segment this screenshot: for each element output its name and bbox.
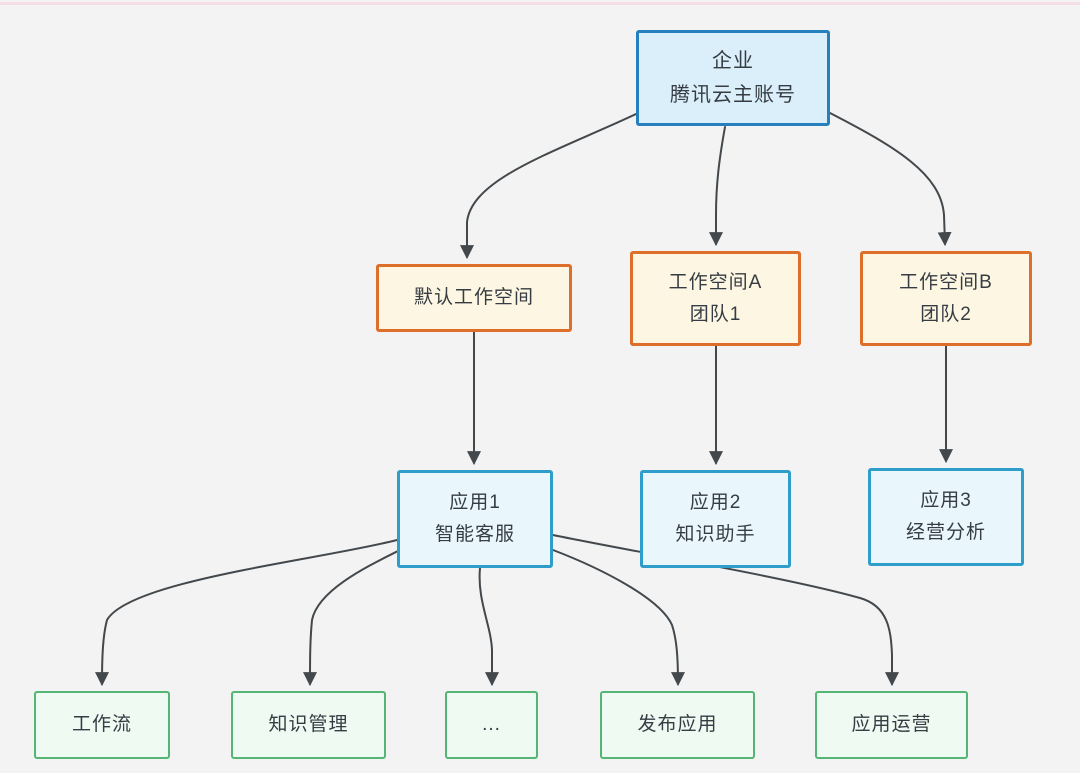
node-label: 工作空间A — [668, 271, 763, 293]
node-app3-business-analysis: 应用3 经营分析 — [868, 468, 1024, 566]
node-label: 知识管理 — [268, 714, 349, 735]
node-label: 应用3 — [920, 490, 972, 511]
node-ellipsis: ... — [445, 691, 538, 759]
node-label: 经营分析 — [905, 522, 986, 543]
edge-app1-knowledge — [303, 550, 399, 687]
node-label: 应用运营 — [851, 714, 932, 735]
node-label: 智能客服 — [434, 524, 515, 545]
node-app1-customer-service: 应用1 智能客服 — [397, 470, 553, 568]
node-label: 应用1 — [449, 492, 501, 513]
node-label: 工作空间B — [899, 271, 993, 293]
edge-root-workspace-b — [829, 112, 952, 247]
node-label: 腾讯云主账号 — [670, 84, 796, 106]
node-app2-knowledge-assistant: 应用2 知识助手 — [640, 470, 791, 568]
node-label: ... — [482, 714, 501, 735]
edge-app1-workflow — [95, 539, 398, 687]
node-label: 企业 — [712, 50, 754, 72]
node-label: 工作流 — [71, 714, 132, 735]
node-label: 团队1 — [689, 303, 742, 325]
node-workspace-a: 工作空间A 团队1 — [630, 251, 801, 346]
edge-app1-app-ops — [552, 534, 899, 687]
edge-root-default-workspace — [460, 113, 637, 260]
node-workflow: 工作流 — [34, 691, 170, 759]
edge-app1-publish — [552, 549, 685, 687]
node-label: 团队2 — [920, 303, 972, 325]
node-label: 应用2 — [689, 492, 742, 513]
node-app-operations: 应用运营 — [815, 691, 968, 759]
node-enterprise-root: 企业 腾讯云主账号 — [636, 30, 830, 126]
node-label: 知识助手 — [675, 524, 756, 545]
node-label: 发布应用 — [637, 714, 718, 735]
node-workspace-b: 工作空间B 团队2 — [860, 251, 1032, 346]
node-publish-app: 发布应用 — [600, 691, 755, 759]
edge-root-workspace-a — [709, 126, 726, 247]
top-accent-strip — [0, 2, 1080, 5]
edge-app1-ellipsis — [478, 567, 499, 687]
node-default-workspace: 默认工作空间 — [376, 264, 572, 332]
node-knowledge-management: 知识管理 — [231, 691, 386, 759]
node-label: 默认工作空间 — [413, 287, 534, 308]
